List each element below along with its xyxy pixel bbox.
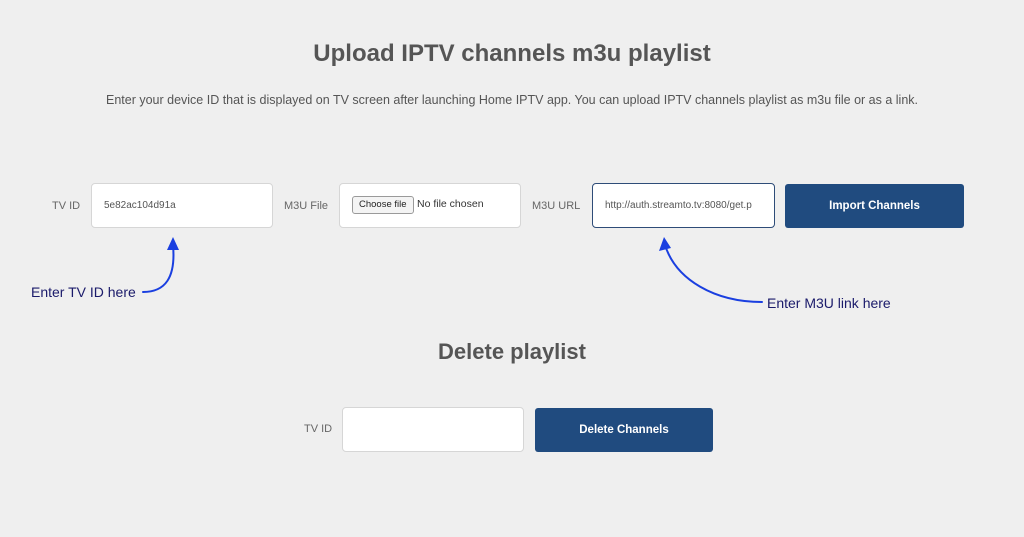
tv-id-label: TV ID xyxy=(52,200,81,212)
m3u-url-input[interactable]: http://auth.streamto.tv:8080/get.p xyxy=(592,183,775,228)
delete-tv-id-value xyxy=(355,408,513,451)
import-channels-button[interactable]: Import Channels xyxy=(785,184,964,228)
delete-tv-id-label: TV ID xyxy=(304,423,333,435)
delete-tv-id-input[interactable] xyxy=(342,407,524,452)
m3u-file-input[interactable]: Choose file No file chosen xyxy=(339,183,521,228)
m3u-arrow xyxy=(664,244,763,303)
delete-title: Delete playlist xyxy=(438,339,586,364)
no-file-text: No file chosen xyxy=(417,198,484,210)
tv-id-arrow xyxy=(142,244,175,293)
upload-title: Upload IPTV channels m3u playlist xyxy=(313,40,711,67)
m3u-url-label: M3U URL xyxy=(532,200,581,212)
delete-channels-button[interactable]: Delete Channels xyxy=(535,408,713,452)
tv-id-input[interactable]: 5e82ac104d91a xyxy=(91,183,273,228)
m3u-hint: Enter M3U link here xyxy=(767,295,891,311)
tv-id-value: 5e82ac104d91a xyxy=(104,200,176,211)
m3u-file-label: M3U File xyxy=(284,200,329,212)
choose-file-button[interactable]: Choose file xyxy=(352,196,414,214)
tv-id-arrowhead-icon xyxy=(167,237,179,250)
upload-subtitle: Enter your device ID that is displayed o… xyxy=(105,93,919,107)
m3u-url-value: http://auth.streamto.tv:8080/get.p xyxy=(605,200,752,211)
tv-id-hint: Enter TV ID here xyxy=(31,284,136,300)
m3u-arrowhead-icon xyxy=(659,237,671,251)
